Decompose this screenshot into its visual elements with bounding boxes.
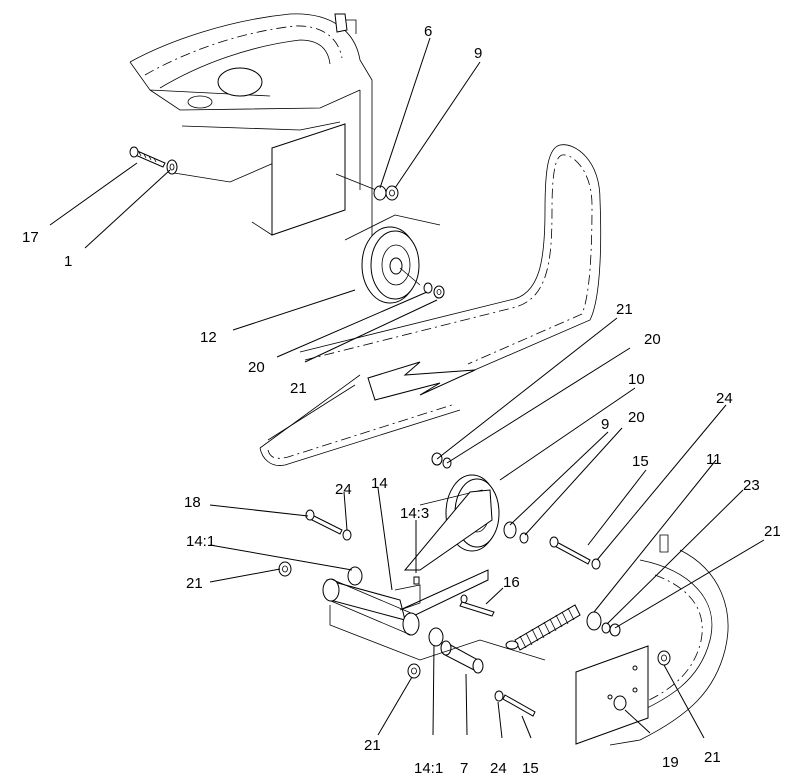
- washer-24-right: [591, 558, 601, 570]
- callout-6: 6: [424, 23, 432, 40]
- callout-17: 17: [22, 229, 39, 246]
- callout-24: 24: [490, 760, 507, 777]
- bushing-14-1-upper: [347, 566, 363, 586]
- callout-12: 12: [200, 329, 217, 346]
- bolt-17: [129, 146, 166, 168]
- callout-18: 18: [184, 494, 201, 511]
- upper-frame: [129, 13, 373, 240]
- spring-11: [505, 604, 581, 651]
- idler-pulley-12: [344, 214, 441, 304]
- callout-14-1: 14:1: [414, 760, 443, 777]
- callout-14-1: 14:1: [186, 533, 215, 550]
- callout-21: 21: [364, 737, 381, 754]
- spacer-6: [373, 185, 387, 201]
- washer-20-upper: [423, 282, 433, 294]
- callout-24: 24: [716, 390, 733, 407]
- drive-belt: [259, 144, 602, 466]
- spacer-7: [440, 640, 484, 674]
- callout-21: 21: [616, 301, 633, 318]
- callout-labels: 6 9 17 1 12 20 21 21 20 10 24 20 9 15 11…: [22, 23, 781, 777]
- nut-21-left: [278, 561, 292, 577]
- bolt-15-upper: [549, 536, 591, 565]
- bolt-16: [459, 601, 495, 617]
- bolt-15-lower: [494, 690, 536, 717]
- bolt-18: [305, 509, 343, 535]
- callout-11: 11: [706, 451, 722, 468]
- callout-15: 15: [522, 760, 539, 777]
- callout-10: 10: [628, 371, 645, 388]
- callout-20: 20: [644, 331, 661, 348]
- callout-23: 23: [743, 477, 760, 494]
- callout-21: 21: [704, 749, 721, 766]
- lower-frame: [575, 534, 729, 746]
- washer-24-left: [342, 529, 352, 541]
- callout-1: 1: [64, 253, 72, 270]
- leader-lines: [49, 37, 765, 739]
- nut-19: [613, 695, 627, 711]
- callout-15: 15: [632, 453, 649, 470]
- callout-24: 24: [335, 481, 352, 498]
- idler-arm-14: [322, 489, 493, 636]
- callout-16: 16: [503, 574, 520, 591]
- callout-21: 21: [186, 575, 203, 592]
- callout-9: 9: [601, 416, 609, 433]
- callout-20: 20: [248, 359, 265, 376]
- grease-fitting-14-3: [413, 576, 420, 585]
- nut-21-right: [657, 650, 671, 666]
- washer-20-lower: [519, 532, 529, 544]
- spacer-23: [586, 611, 602, 631]
- nut-9-upper: [385, 185, 399, 201]
- callout-14-3: 14:3: [400, 505, 429, 522]
- callout-20: 20: [628, 409, 645, 426]
- callout-19: 19: [662, 754, 679, 771]
- spacer-9-lower: [503, 521, 517, 539]
- washer-23-nut-21: [601, 622, 621, 637]
- callout-9: 9: [474, 45, 482, 62]
- callout-21: 21: [764, 523, 781, 540]
- callout-21: 21: [290, 380, 307, 397]
- bushing-14-1-lower: [428, 627, 444, 647]
- callout-7: 7: [460, 760, 468, 777]
- nut-21-upper: [433, 285, 445, 299]
- callout-14: 14: [371, 475, 388, 492]
- nut-21-bottom: [407, 663, 421, 679]
